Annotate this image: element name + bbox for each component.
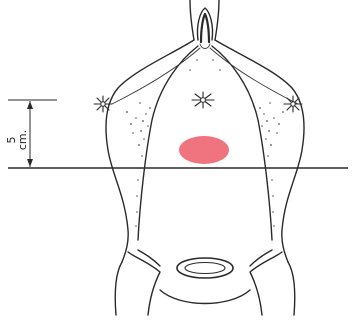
umbilicus-ring [177, 258, 233, 278]
highlight-spot [179, 136, 229, 164]
left-incision-marker [94, 96, 112, 112]
scale-unit: cm. [16, 130, 29, 150]
right-incision-marker [284, 96, 302, 112]
lower-structures [115, 250, 295, 315]
center-incision-marker [192, 92, 214, 108]
neck-structure [190, 0, 219, 49]
measurement-scale: 5 cm. [5, 101, 33, 167]
